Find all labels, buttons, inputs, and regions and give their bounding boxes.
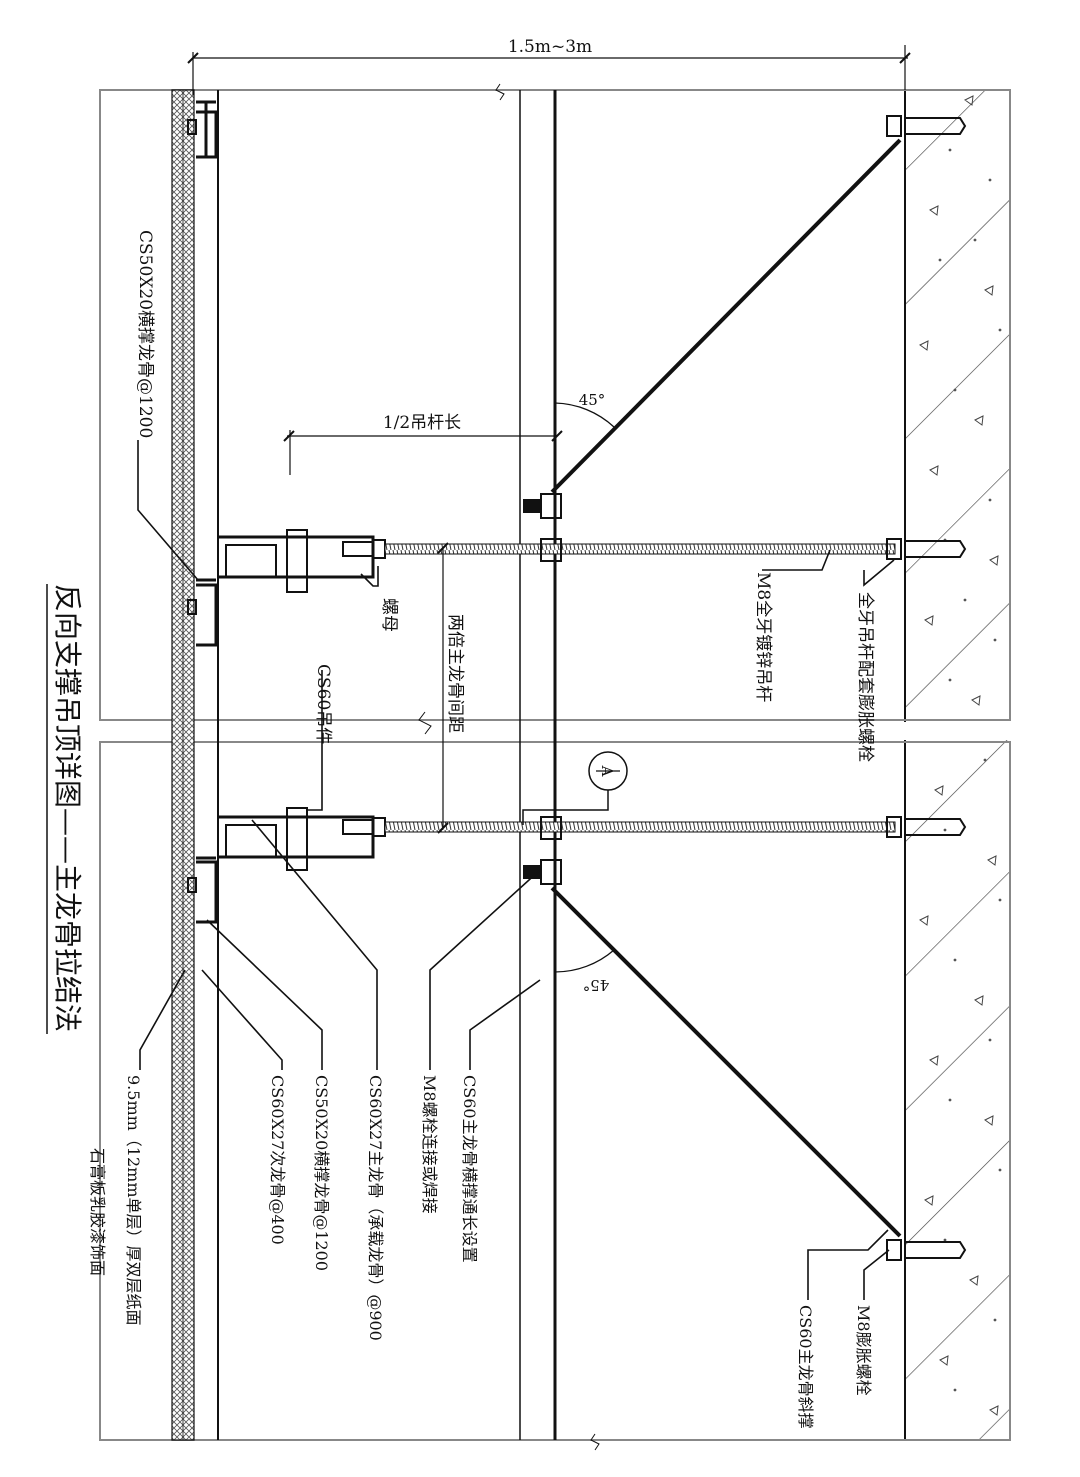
label-nut: 螺母 [379, 598, 399, 632]
label-cs60-hanger: CS60吊件 [313, 664, 333, 744]
rod-clamps [523, 493, 562, 885]
overall-dimension-text: 1.5m~3m [508, 37, 592, 57]
label-cs50-bottom: CS50X20横撑龙骨@1200 [312, 1075, 331, 1271]
angle-lower-label: 45° [583, 976, 610, 994]
expansion-anchors [886, 115, 967, 1261]
label-gypsum-2: 石膏板乳胶漆饰面 [88, 1148, 107, 1276]
label-cs60-brace: CS60主龙骨斜撑 [796, 1305, 815, 1429]
angle-upper-label: 45° [579, 391, 606, 409]
break-symbol [418, 83, 600, 1451]
label-cs60-secondary: CS60X27次龙骨@400 [268, 1075, 287, 1245]
drawing-title: 反向支撑吊顶详图——主龙骨拉结法 [46, 584, 84, 1034]
angle-arcs [554, 402, 615, 973]
double-spacing-text: 两倍主龙骨间距 [445, 614, 465, 733]
title-text: 反向支撑吊顶详图——主龙骨拉结法 [51, 584, 84, 1032]
threaded-rod-lower [384, 821, 896, 833]
gypsum-board [171, 89, 219, 1441]
dimension-lines [187, 45, 911, 834]
section-marker-label: A [598, 765, 616, 777]
half-rod-dimension-text: 1/2吊杆长 [383, 413, 461, 433]
section-marker: A [522, 751, 628, 825]
threaded-rod-upper [384, 543, 896, 555]
label-m8-expansion: M8膨胀螺栓 [854, 1305, 873, 1396]
label-m8-bolt: M8螺栓连接或焊接 [420, 1075, 439, 1214]
label-cs50-top: CS50X20横撑龙骨@1200 [135, 230, 155, 438]
label-gypsum-1: 9.5mm（12mm单层）厚双层纸面 [124, 1075, 143, 1326]
cs60-tie-channel [519, 90, 557, 1440]
label-cs60-main: CS60X27主龙骨（承载龙骨）@900 [366, 1075, 385, 1341]
cross-channel-profiles [187, 100, 218, 924]
label-cs60-tie: CS60主龙骨横撑通长设置 [460, 1075, 479, 1263]
hanger-assembly-upper [218, 529, 386, 593]
diagonal-braces [550, 138, 902, 1238]
label-anchor-rod: 全牙吊杆配套膨胀螺栓 [855, 592, 875, 762]
label-m8-rod: M8全牙镀锌吊杆 [753, 572, 773, 702]
concrete-slab [904, 90, 1010, 1440]
leader-lines [137, 440, 895, 1300]
hanger-assembly-lower [218, 807, 386, 871]
